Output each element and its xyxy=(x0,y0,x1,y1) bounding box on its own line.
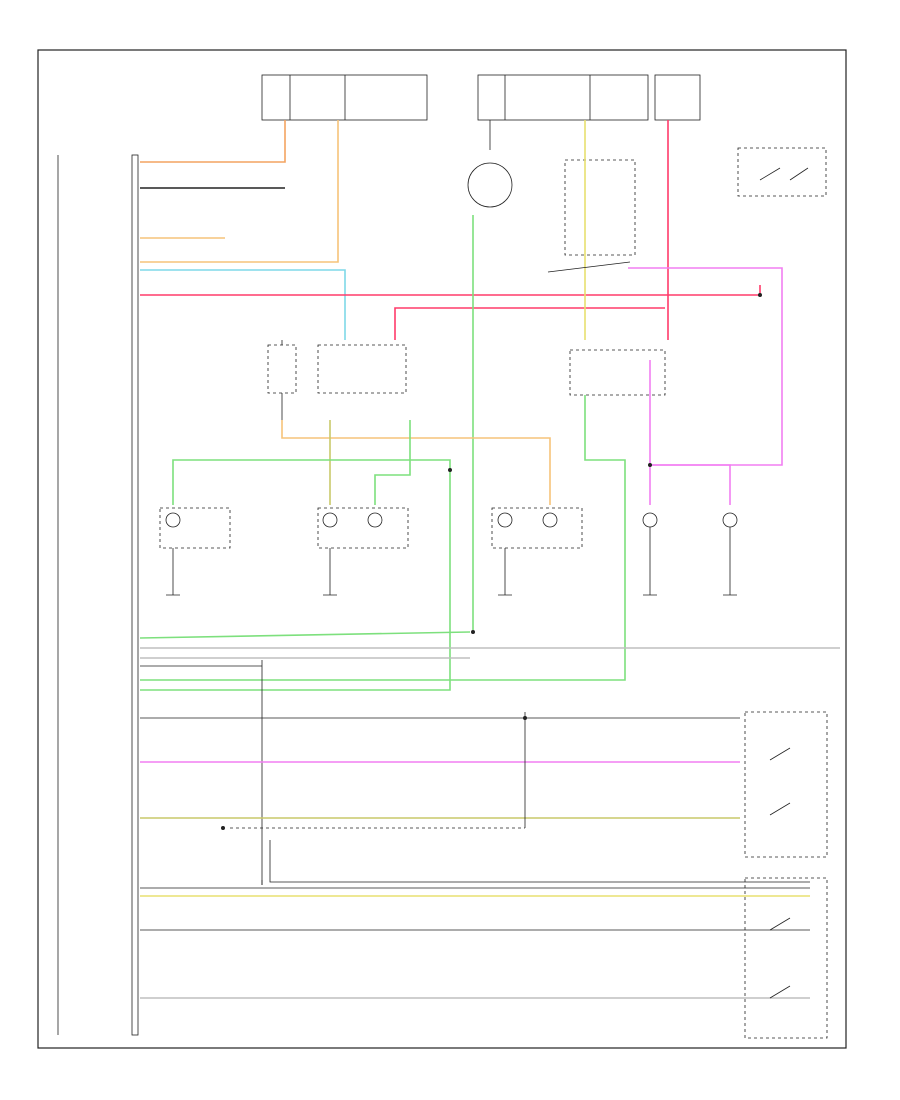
ground-icon xyxy=(643,527,657,596)
wire-green-signal xyxy=(139,631,471,639)
fuse-block-left xyxy=(261,74,428,121)
ignition-switch-icon xyxy=(467,162,513,208)
left-relay-box xyxy=(267,344,297,394)
top-right-switch-box xyxy=(737,147,827,197)
wire-red-main xyxy=(140,285,761,296)
ground-icon xyxy=(498,548,512,596)
wire-green-lamp-row xyxy=(140,459,451,691)
lamp-icon xyxy=(165,512,181,528)
switch-icon xyxy=(759,167,809,181)
lamp-center-left xyxy=(317,507,409,596)
splice-dot-icon xyxy=(471,630,475,634)
wire-green-mid xyxy=(374,420,411,505)
lamp-icon xyxy=(322,512,338,528)
wire-orange-battery xyxy=(140,120,286,163)
wire-green-right xyxy=(140,395,626,681)
lamp-right-2 xyxy=(722,512,738,596)
lamp-icon xyxy=(722,512,738,528)
left-module-box xyxy=(131,154,139,1036)
wire-black-drop xyxy=(140,660,263,885)
ground-icon xyxy=(323,548,337,596)
wire-orange-lower xyxy=(281,420,551,505)
lamp-icon xyxy=(642,512,658,528)
wire-pink-down xyxy=(649,360,731,505)
lamp-right-1 xyxy=(642,512,658,596)
switch-icon xyxy=(769,917,791,931)
ground-icon xyxy=(166,548,180,596)
lamp-left xyxy=(159,507,231,596)
lamp-icon xyxy=(367,512,383,528)
splice-dot-icon xyxy=(448,468,452,472)
diagram-frame xyxy=(37,49,847,1049)
fuse-block-center xyxy=(477,74,649,121)
lamp-box xyxy=(491,507,583,549)
bottom-right-switch-box xyxy=(744,877,828,1039)
ground-icon xyxy=(723,527,737,596)
lamp-center-right xyxy=(491,507,583,596)
splice-dot-icon xyxy=(758,293,762,297)
lamp-box xyxy=(159,507,231,549)
wire-light-orange xyxy=(140,120,339,263)
lamp-box xyxy=(317,507,409,549)
wire-black-bottom-route xyxy=(261,840,810,885)
splice-dot-icon xyxy=(648,463,652,467)
splice-dot-icon xyxy=(221,826,225,830)
wire-pink-upper xyxy=(628,267,783,466)
wire-cyan xyxy=(140,269,346,340)
headlamp-switch-box xyxy=(317,344,407,394)
right-relay-box xyxy=(569,349,666,396)
wire-red-center xyxy=(394,307,665,340)
right-switch-module xyxy=(744,711,828,858)
switch-icon xyxy=(769,747,791,816)
wire-black-center-stack xyxy=(547,261,631,273)
fuse-block-right xyxy=(654,74,701,121)
splice-dot-icon xyxy=(523,716,527,720)
center-relay-box xyxy=(564,159,636,256)
lamp-icon xyxy=(497,512,513,528)
lamp-icon xyxy=(542,512,558,528)
switch-icon xyxy=(769,985,791,999)
